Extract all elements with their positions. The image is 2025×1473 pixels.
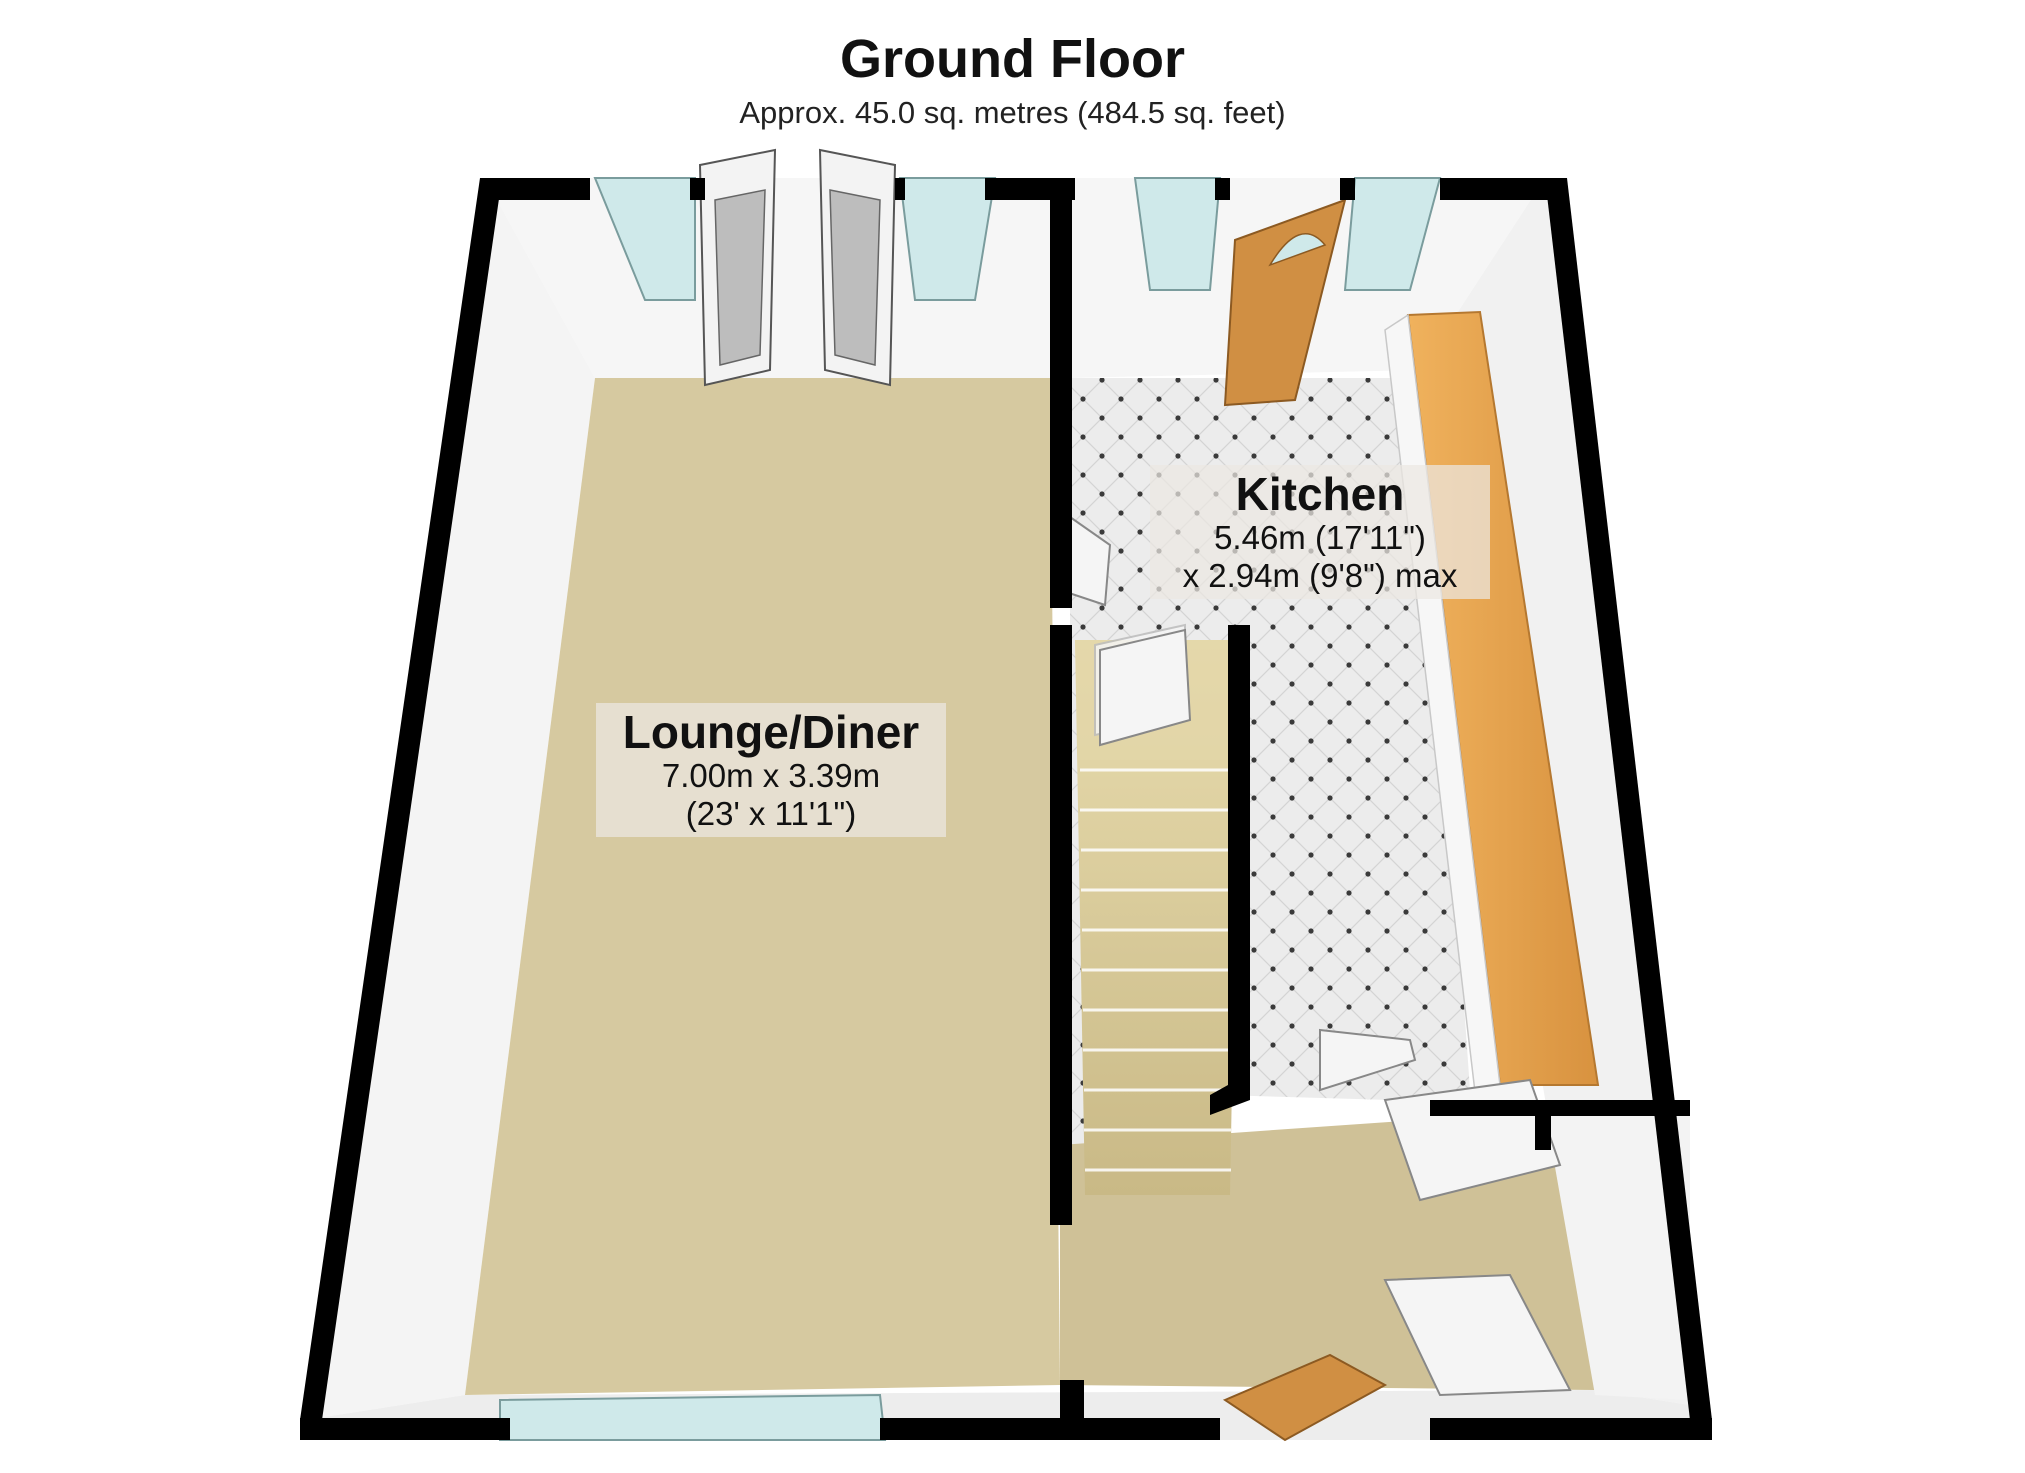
kitchen-dimensions-width: x 2.94m (9'8") max (1182, 557, 1458, 594)
front-door (1222, 1353, 1388, 1442)
lounge-dimensions-metric: 7.00m x 3.39m (661, 757, 881, 794)
lounge-carpet (465, 378, 1060, 1395)
kitchen-label: Kitchen 5.46m (17'11") x 2.94m (9'8") ma… (1150, 465, 1490, 599)
floor-title: Ground Floor (840, 29, 1185, 89)
bottom-window (499, 1393, 887, 1441)
french-doors (698, 148, 897, 387)
cloakroom-floor (1545, 1110, 1690, 1400)
lounge-name: Lounge/Diner (622, 706, 920, 758)
kitchen-back-door (1223, 198, 1347, 407)
kitchen-dimensions-length: 5.46m (17'11") (1214, 519, 1426, 556)
floor-area-subtitle: Approx. 45.0 sq. metres (484.5 sq. feet) (739, 95, 1286, 130)
lounge-label: Lounge/Diner 7.00m x 3.39m (23' x 11'1") (596, 703, 946, 837)
lounge-dimensions-imperial: (23' x 11'1") (685, 795, 857, 832)
kitchen-name: Kitchen (1235, 468, 1405, 520)
top-windows (593, 177, 1442, 301)
left-wall-face (305, 178, 595, 1420)
walls (300, 178, 1712, 1440)
